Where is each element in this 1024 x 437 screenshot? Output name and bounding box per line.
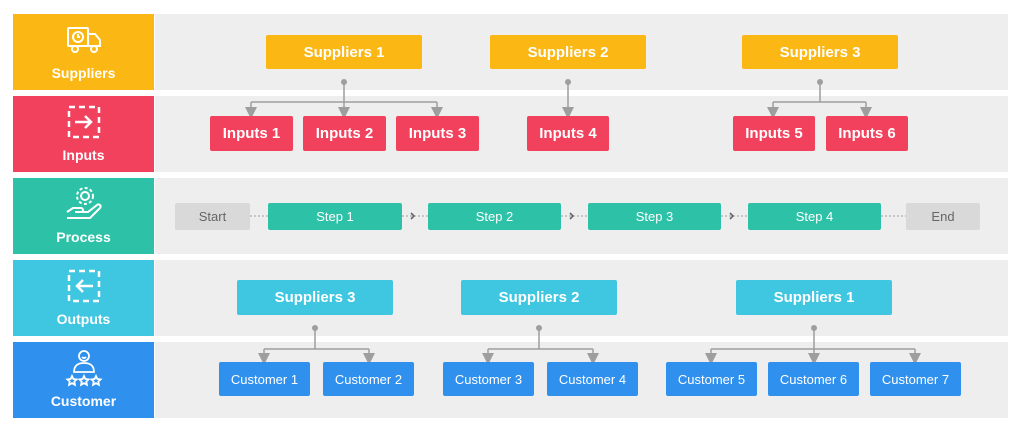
process-step: Step 3 [588,203,721,230]
process-step: Step 2 [428,203,561,230]
process-end: End [906,203,980,230]
customer-box: Customer 5 [666,362,757,396]
inputs-header: Inputs [13,96,154,172]
input-box: Inputs 3 [396,116,479,151]
supplier-box: Suppliers 1 [266,35,422,69]
outputs-header: Outputs [13,260,154,336]
outputs-label: Outputs [56,311,111,327]
customer-box: Customer 4 [547,362,638,396]
gear-hand-icon [65,187,102,219]
output-box: Suppliers 3 [237,280,393,315]
customer-label: Customer [50,393,117,409]
output-box: Suppliers 2 [461,280,617,315]
input-box: Inputs 4 [527,116,609,151]
customer-header: Customer [13,342,154,418]
supplier-box: Suppliers 3 [742,35,898,69]
person-stars-icon [64,350,103,387]
input-box: Inputs 1 [210,116,293,151]
customer-box: Customer 3 [443,362,534,396]
input-box: Inputs 5 [733,116,815,151]
process-step: Step 1 [268,203,402,230]
customer-box: Customer 6 [768,362,859,396]
process-step: Step 4 [748,203,881,230]
delivery-truck-icon [66,27,101,53]
input-box: Inputs 6 [826,116,908,151]
process-label: Process [56,229,111,245]
output-box: Suppliers 1 [736,280,892,315]
arrow-in-box-icon [67,105,100,139]
suppliers-label: Suppliers [51,65,116,81]
input-box: Inputs 2 [303,116,386,151]
inputs-label: Inputs [62,147,105,163]
supplier-box: Suppliers 2 [490,35,646,69]
suppliers-header: Suppliers [13,14,154,90]
arrow-out-box-icon [67,269,100,303]
customer-box: Customer 2 [323,362,414,396]
customer-box: Customer 1 [219,362,310,396]
process-start: Start [175,203,250,230]
customer-box: Customer 7 [870,362,961,396]
process-header: Process [13,178,154,254]
